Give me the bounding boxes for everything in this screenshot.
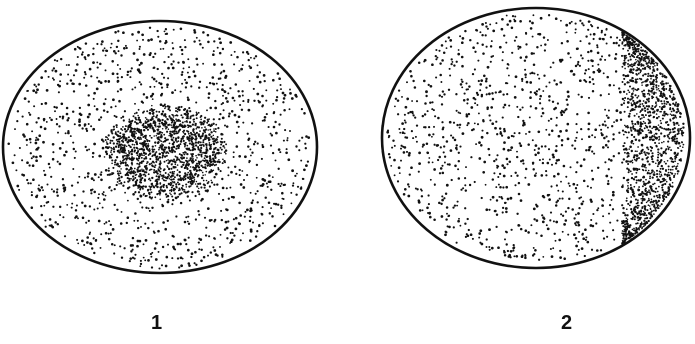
oval-cell-1 <box>3 21 317 273</box>
figure-label-1: 1 <box>151 313 162 333</box>
figure-label-2: 2 <box>561 313 572 333</box>
oval-cell-2 <box>382 8 690 268</box>
